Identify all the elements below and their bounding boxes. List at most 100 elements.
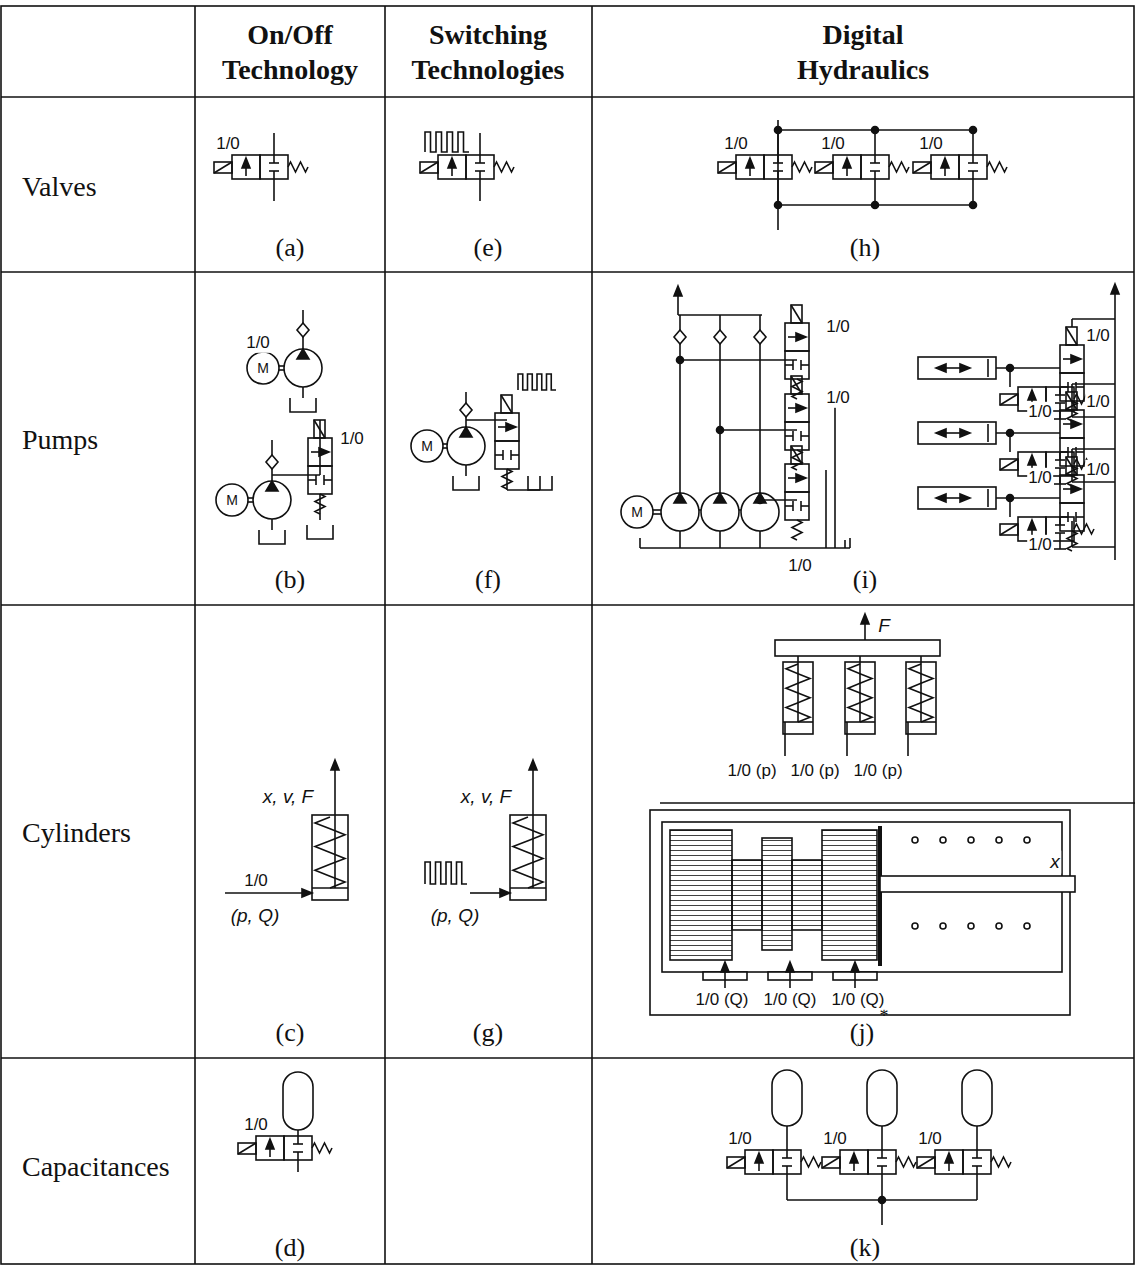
symbol-stroke <box>868 1150 896 1174</box>
symbol-stroke <box>621 496 653 528</box>
symbol-stroke <box>653 513 661 515</box>
symbol-stroke <box>959 155 987 179</box>
symbol-stroke <box>1055 532 1065 534</box>
symbol-stroke <box>918 357 996 379</box>
symbol-stroke <box>1066 327 1077 345</box>
symbol-stroke <box>741 493 779 531</box>
symbol-stroke <box>773 1150 801 1174</box>
symbol-stroke <box>940 837 946 843</box>
symbol-stroke <box>918 487 996 509</box>
symbol-stroke <box>996 923 1002 929</box>
symbol-label: 1/0 <box>215 134 241 154</box>
symbol-stroke <box>874 155 876 163</box>
symbol-stroke <box>1066 457 1077 475</box>
symbol-stroke <box>1072 318 1115 320</box>
symbol-stroke <box>867 1070 897 1126</box>
symbol-stroke <box>745 1150 773 1174</box>
symbol-stroke <box>940 923 946 929</box>
symbol-stroke <box>312 815 348 900</box>
symbol-stroke <box>877 1165 887 1167</box>
symbol-label: 1/0 <box>787 556 813 576</box>
symbol-stroke <box>785 376 809 470</box>
symbol-stroke <box>1111 284 1119 294</box>
symbol-stroke <box>677 357 684 364</box>
symbol-stroke <box>1 271 1134 273</box>
symbol-label: 1/0 (Q) <box>695 990 750 1010</box>
symbol-stroke <box>501 395 512 413</box>
symbol-stroke <box>1066 327 1077 345</box>
symbol-stroke <box>800 360 802 370</box>
symbol-stroke <box>936 364 946 372</box>
symbol-stroke <box>1074 524 1094 534</box>
symbol-stroke <box>976 1166 978 1174</box>
symbol-stroke <box>718 162 736 173</box>
cell-letter: (a) <box>276 232 305 263</box>
cell-letter: (i) <box>853 564 878 595</box>
row-header: Cylinders <box>22 816 131 850</box>
symbol-stroke <box>1071 355 1081 363</box>
symbol-stroke <box>475 162 485 164</box>
symbol-stroke <box>460 403 472 417</box>
symbol-stroke <box>736 155 764 179</box>
symbol-stroke <box>717 427 724 434</box>
symbol-stroke <box>792 379 802 399</box>
symbol-stroke <box>987 489 989 507</box>
symbol-stroke <box>878 826 882 966</box>
symbol-stroke <box>510 815 546 900</box>
symbol-stroke <box>500 889 510 897</box>
symbol-stroke <box>232 155 260 179</box>
symbol-stroke <box>877 1157 887 1159</box>
symbol-stroke <box>785 435 793 437</box>
symbol-stroke <box>936 494 946 502</box>
symbol-stroke <box>670 830 732 960</box>
symbol-stroke <box>822 1157 840 1168</box>
symbol-stroke <box>874 171 876 179</box>
symbol-stroke <box>1000 524 1018 535</box>
symbol-stroke <box>495 395 519 489</box>
symbol-stroke <box>479 171 481 179</box>
symbol-stroke <box>851 962 859 972</box>
symbol-stroke <box>834 399 836 548</box>
symbol-label: M <box>631 504 643 521</box>
symbol-stroke <box>782 1157 792 1159</box>
symbol-stroke <box>259 530 285 544</box>
symbol-stroke <box>273 171 275 179</box>
symbol-stroke <box>935 1150 963 1174</box>
symbol-stroke <box>796 404 806 412</box>
symbol-stroke <box>1059 452 1061 460</box>
symbol-stroke <box>384 6 386 1264</box>
symbol-stroke <box>840 1150 868 1174</box>
symbol-stroke <box>870 162 880 164</box>
symbol-stroke <box>785 505 793 507</box>
symbol-stroke <box>889 162 909 172</box>
symbol-stroke <box>1000 459 1018 470</box>
symbol-stroke <box>266 455 278 469</box>
symbol-stroke <box>996 497 1060 499</box>
symbol-stroke <box>501 395 512 413</box>
symbol-stroke <box>319 420 321 475</box>
symbol-stroke <box>479 179 481 201</box>
symbol-stroke <box>679 531 681 548</box>
symbol-stroke <box>792 431 794 441</box>
symbol-label: 1/0 <box>825 317 851 337</box>
symbol-stroke <box>475 170 485 172</box>
symbol-stroke <box>1009 368 1011 387</box>
symbol-label: x, v, F <box>460 786 512 809</box>
symbol-stroke <box>470 892 502 894</box>
symbol-stroke <box>936 429 946 437</box>
symbol-label: 1/0 <box>243 1115 269 1135</box>
symbol-stroke <box>792 450 802 470</box>
column-header: Digital Hydraulics <box>768 17 958 87</box>
row-header: Capacitances <box>22 1150 170 1184</box>
symbol-stroke <box>972 171 974 179</box>
symbol-stroke <box>714 330 726 344</box>
symbol-stroke <box>425 132 469 152</box>
symbol-stroke <box>273 155 275 163</box>
symbol-label: x <box>1049 851 1061 874</box>
symbol-stroke <box>913 155 1007 179</box>
symbol-stroke <box>796 333 806 341</box>
symbol-stroke <box>972 155 974 163</box>
symbol-stroke <box>1066 392 1077 410</box>
symbol-stroke <box>297 323 309 337</box>
